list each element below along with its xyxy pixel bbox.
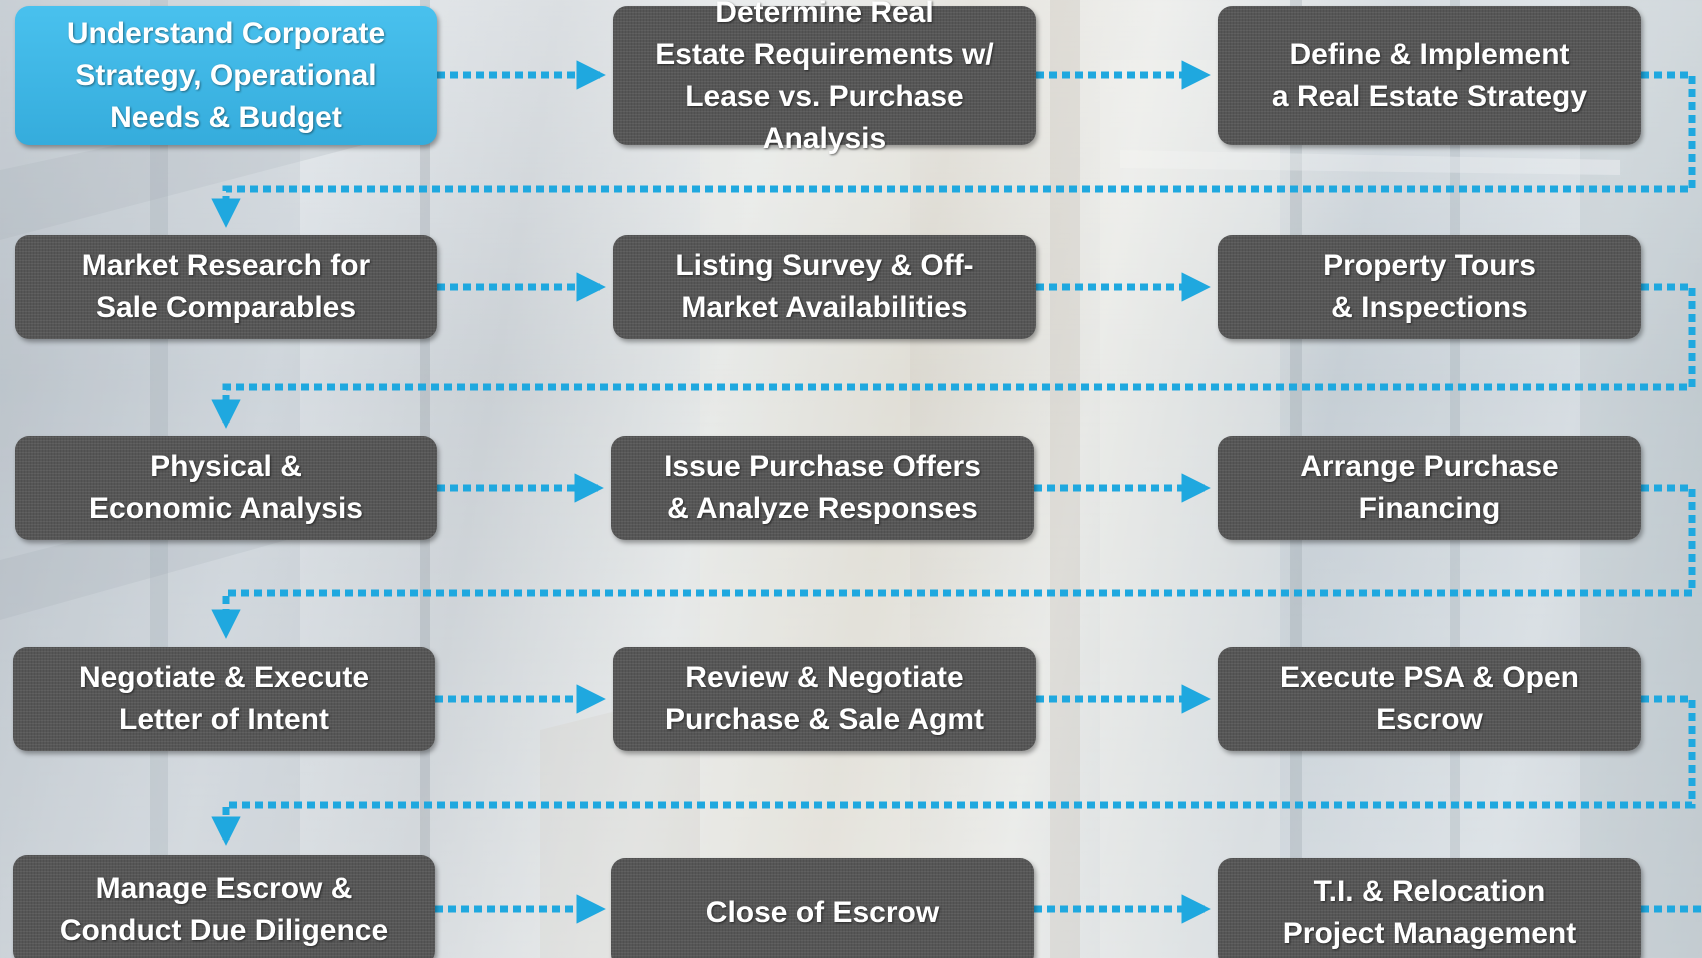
step-review-psa: Review & Negotiate Purchase & Sale Agmt: [613, 647, 1036, 751]
step-execute-psa: Execute PSA & Open Escrow: [1218, 647, 1641, 751]
step-ti-relocation: T.I. & Relocation Project Management: [1218, 858, 1641, 958]
step-physical-analysis: Physical & Economic Analysis: [15, 436, 437, 540]
step-understand-strategy: Understand Corporate Strategy, Operation…: [15, 6, 437, 145]
connector-return-3: [211, 484, 1696, 639]
step-listing-survey: Listing Survey & Off- Market Availabilit…: [613, 235, 1036, 339]
connector-return-4: [211, 695, 1696, 846]
step-determine-requirements: Determine Real Estate Requirements w/ Le…: [613, 0, 1036, 155]
step-negotiate-loi: Negotiate & Execute Letter of Intent: [13, 647, 435, 751]
step-define-strategy: Define & Implement a Real Estate Strateg…: [1218, 6, 1641, 145]
connector-return-1: [211, 71, 1696, 228]
step-market-research: Market Research for Sale Comparables: [15, 235, 437, 339]
connector-return-2: [211, 283, 1696, 429]
step-manage-escrow: Manage Escrow & Conduct Due Diligence: [13, 855, 435, 958]
step-property-tours: Property Tours & Inspections: [1218, 235, 1641, 339]
step-issue-offers: Issue Purchase Offers & Analyze Response…: [611, 436, 1034, 540]
step-arrange-financing: Arrange Purchase Financing: [1218, 436, 1641, 540]
step-close-escrow: Close of Escrow: [611, 858, 1034, 958]
